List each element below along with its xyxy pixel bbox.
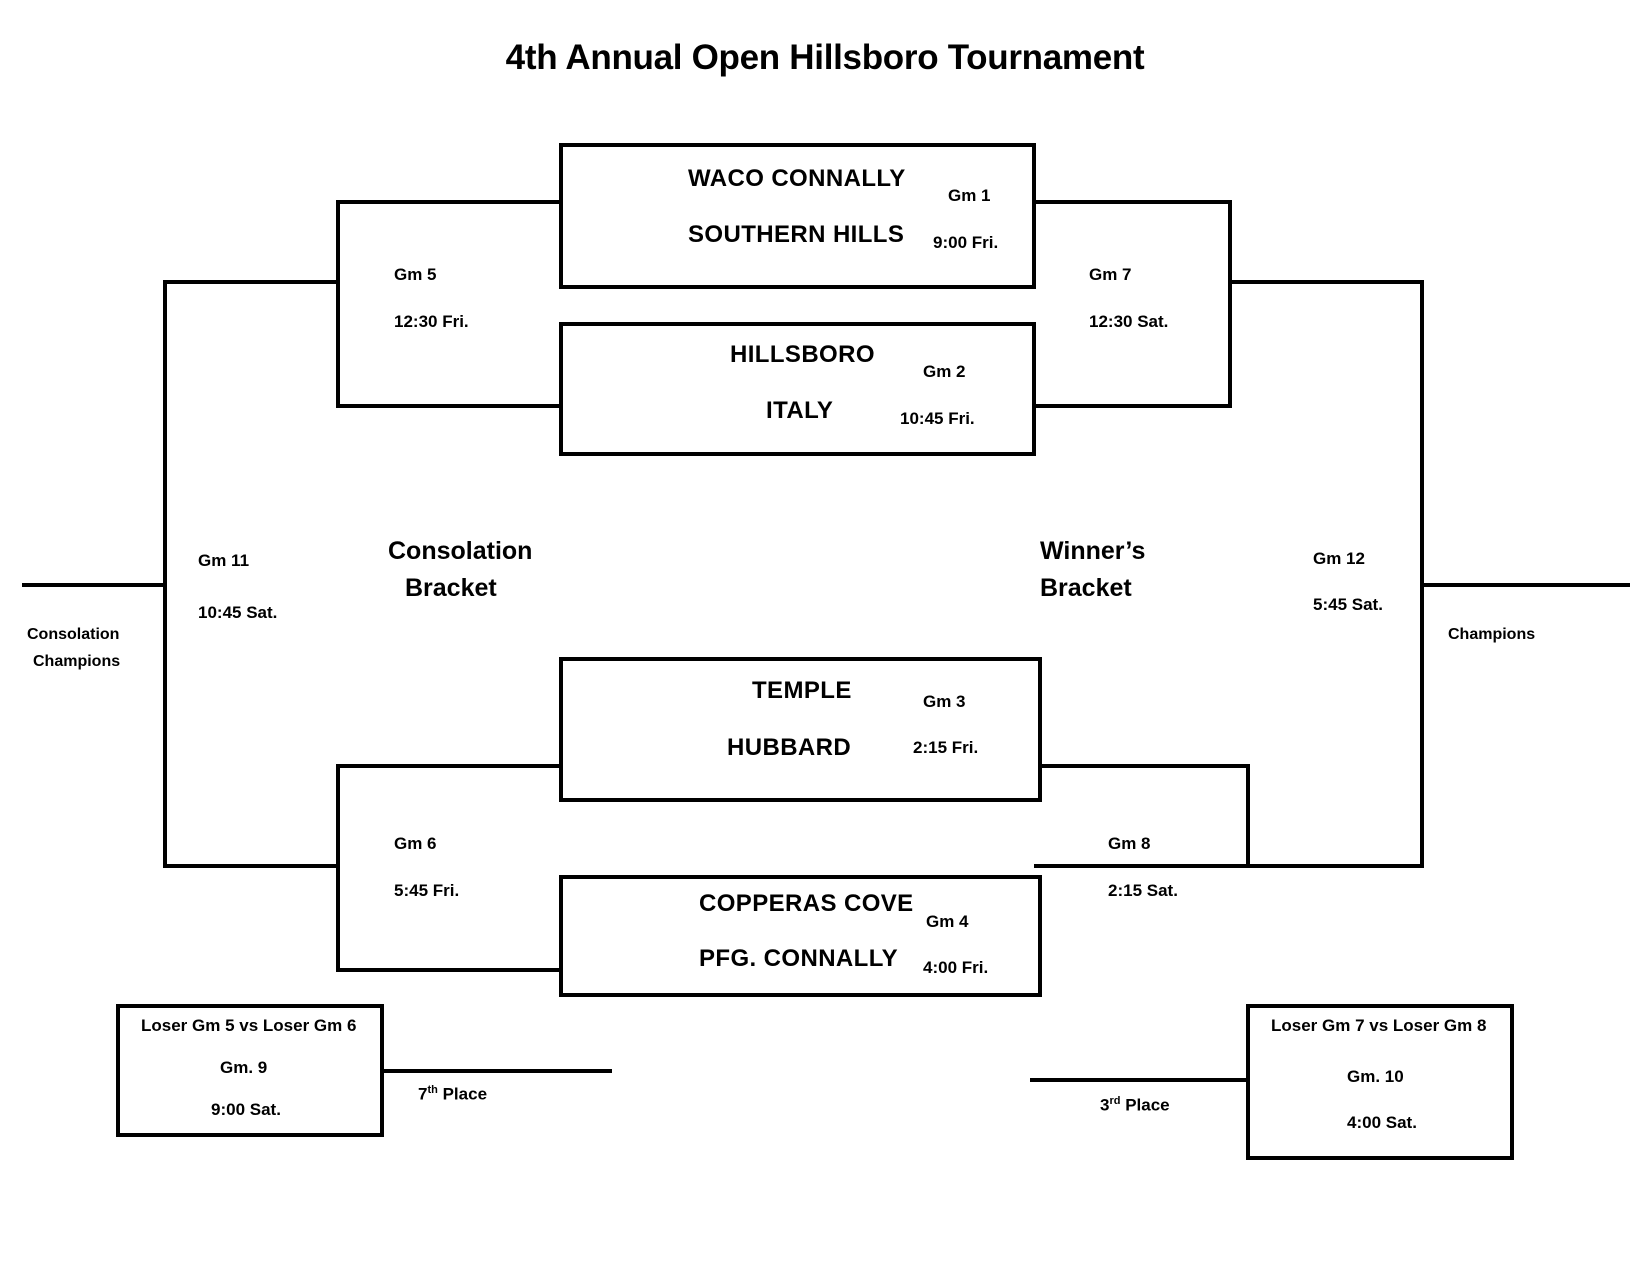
gm2-team-top: HILLSBORO bbox=[730, 341, 875, 368]
third-place-label: 3rd Place bbox=[1100, 1095, 1170, 1115]
connector-gm6-out bbox=[163, 864, 340, 868]
game-box-gm10[interactable]: Loser Gm 7 vs Loser Gm 8 Gm. 10 4:00 Sat… bbox=[1246, 1004, 1514, 1160]
gm3-team-top: TEMPLE bbox=[752, 677, 852, 704]
gm3-team-bottom: HUBBARD bbox=[727, 734, 852, 761]
page-title: 4th Annual Open Hillsboro Tournament bbox=[505, 38, 1145, 77]
gm2-team-bottom: ITALY bbox=[766, 397, 834, 424]
gm1-time: 9:00 Fri. bbox=[933, 233, 999, 252]
game-box-gm1[interactable]: WACO CONNALLY SOUTHERN HILLS Gm 1 9:00 F… bbox=[559, 143, 1036, 289]
gm1-team-bottom: SOUTHERN HILLS bbox=[688, 221, 905, 248]
connector-consolation-champions bbox=[22, 583, 167, 587]
gm12-id: Gm 12 bbox=[1313, 549, 1365, 568]
gm4-team-top: COPPERAS COVE bbox=[699, 890, 914, 917]
gm3-time: 2:15 Fri. bbox=[913, 738, 979, 757]
connector-gm7-top bbox=[1034, 200, 1232, 204]
gm2-time: 10:45 Fri. bbox=[900, 409, 975, 428]
seventh-place-number: 7 bbox=[418, 1084, 428, 1104]
gm9-time: 9:00 Sat. bbox=[211, 1100, 281, 1119]
seventh-place-suffix: th bbox=[427, 1084, 438, 1096]
consolation-champions-label-line1: Consolation bbox=[27, 626, 120, 643]
game-box-gm2[interactable]: HILLSBORO ITALY Gm 2 10:45 Fri. bbox=[559, 322, 1036, 456]
gm10-id: Gm. 10 bbox=[1347, 1067, 1404, 1086]
connector-gm7-out bbox=[1228, 280, 1424, 284]
gm10-time: 4:00 Sat. bbox=[1347, 1113, 1417, 1132]
gm5-time: 12:30 Fri. bbox=[394, 312, 469, 331]
seventh-place-label: 7th Place bbox=[418, 1084, 487, 1104]
connector-gm6-vertical bbox=[336, 764, 340, 972]
consolation-champions-label-line2: Champions bbox=[33, 653, 121, 670]
gm4-time: 4:00 Fri. bbox=[923, 958, 989, 977]
connector-gm7-vertical bbox=[1228, 200, 1232, 408]
gm10-matchup: Loser Gm 7 vs Loser Gm 8 bbox=[1271, 1016, 1487, 1035]
connector-gm5-top bbox=[336, 200, 562, 204]
connector-gm8-bottom bbox=[1034, 864, 1250, 868]
connector-gm7-bottom bbox=[1034, 404, 1232, 408]
seventh-place-word: Place bbox=[442, 1084, 488, 1104]
gm6-time: 5:45 Fri. bbox=[394, 881, 460, 900]
gm4-team-bottom: PFG. CONNALLY bbox=[699, 945, 898, 972]
gm11-id: Gm 11 bbox=[198, 551, 250, 570]
third-place-number: 3 bbox=[1100, 1095, 1110, 1115]
gm6-id: Gm 6 bbox=[394, 834, 437, 853]
game-box-gm9[interactable]: Loser Gm 5 vs Loser Gm 6 Gm. 9 9:00 Sat. bbox=[116, 1004, 384, 1137]
gm8-id: Gm 8 bbox=[1108, 834, 1151, 853]
gm7-id: Gm 7 bbox=[1089, 265, 1132, 284]
connector-gm8-top bbox=[1034, 764, 1250, 768]
connector-champions bbox=[1420, 583, 1630, 587]
connector-gm6-bottom bbox=[336, 968, 562, 972]
gm9-matchup: Loser Gm 5 vs Loser Gm 6 bbox=[141, 1016, 357, 1035]
connector-gm6-top bbox=[336, 764, 562, 768]
connector-seventh-place bbox=[380, 1069, 612, 1073]
gm1-id: Gm 1 bbox=[948, 186, 991, 205]
connector-gm12-vertical bbox=[1420, 280, 1424, 868]
connector-gm5-bottom bbox=[336, 404, 562, 408]
connector-gm5-vertical bbox=[336, 200, 340, 408]
gm7-time: 12:30 Sat. bbox=[1089, 312, 1169, 331]
gm8-time: 2:15 Sat. bbox=[1108, 881, 1178, 900]
winners-bracket-label-line2: Bracket bbox=[1040, 574, 1132, 602]
gm4-id: Gm 4 bbox=[926, 912, 969, 931]
gm2-id: Gm 2 bbox=[923, 362, 966, 381]
gm5-id: Gm 5 bbox=[394, 265, 437, 284]
gm9-id: Gm. 9 bbox=[220, 1058, 268, 1077]
gm12-time: 5:45 Sat. bbox=[1313, 595, 1383, 614]
connector-gm11-vertical bbox=[163, 280, 167, 868]
gm1-team-top: WACO CONNALLY bbox=[688, 165, 906, 192]
connector-gm8-vertical bbox=[1246, 764, 1250, 868]
game-box-gm3[interactable]: TEMPLE HUBBARD Gm 3 2:15 Fri. bbox=[559, 657, 1042, 802]
connector-third-place bbox=[1030, 1078, 1248, 1082]
third-place-suffix: rd bbox=[1109, 1095, 1121, 1107]
winners-bracket-label-line1: Winner’s bbox=[1040, 537, 1146, 565]
gm3-id: Gm 3 bbox=[923, 692, 966, 711]
game-box-gm4[interactable]: COPPERAS COVE PFG. CONNALLY Gm 4 4:00 Fr… bbox=[559, 875, 1042, 997]
consolation-bracket-label-line2: Bracket bbox=[405, 574, 497, 602]
gm11-time: 10:45 Sat. bbox=[198, 603, 278, 622]
connector-gm5-out bbox=[163, 280, 340, 284]
consolation-bracket-label-line1: Consolation bbox=[388, 537, 533, 565]
third-place-word: Place bbox=[1125, 1095, 1170, 1115]
connector-gm8-out bbox=[1246, 864, 1424, 868]
champions-label: Champions bbox=[1448, 626, 1536, 643]
